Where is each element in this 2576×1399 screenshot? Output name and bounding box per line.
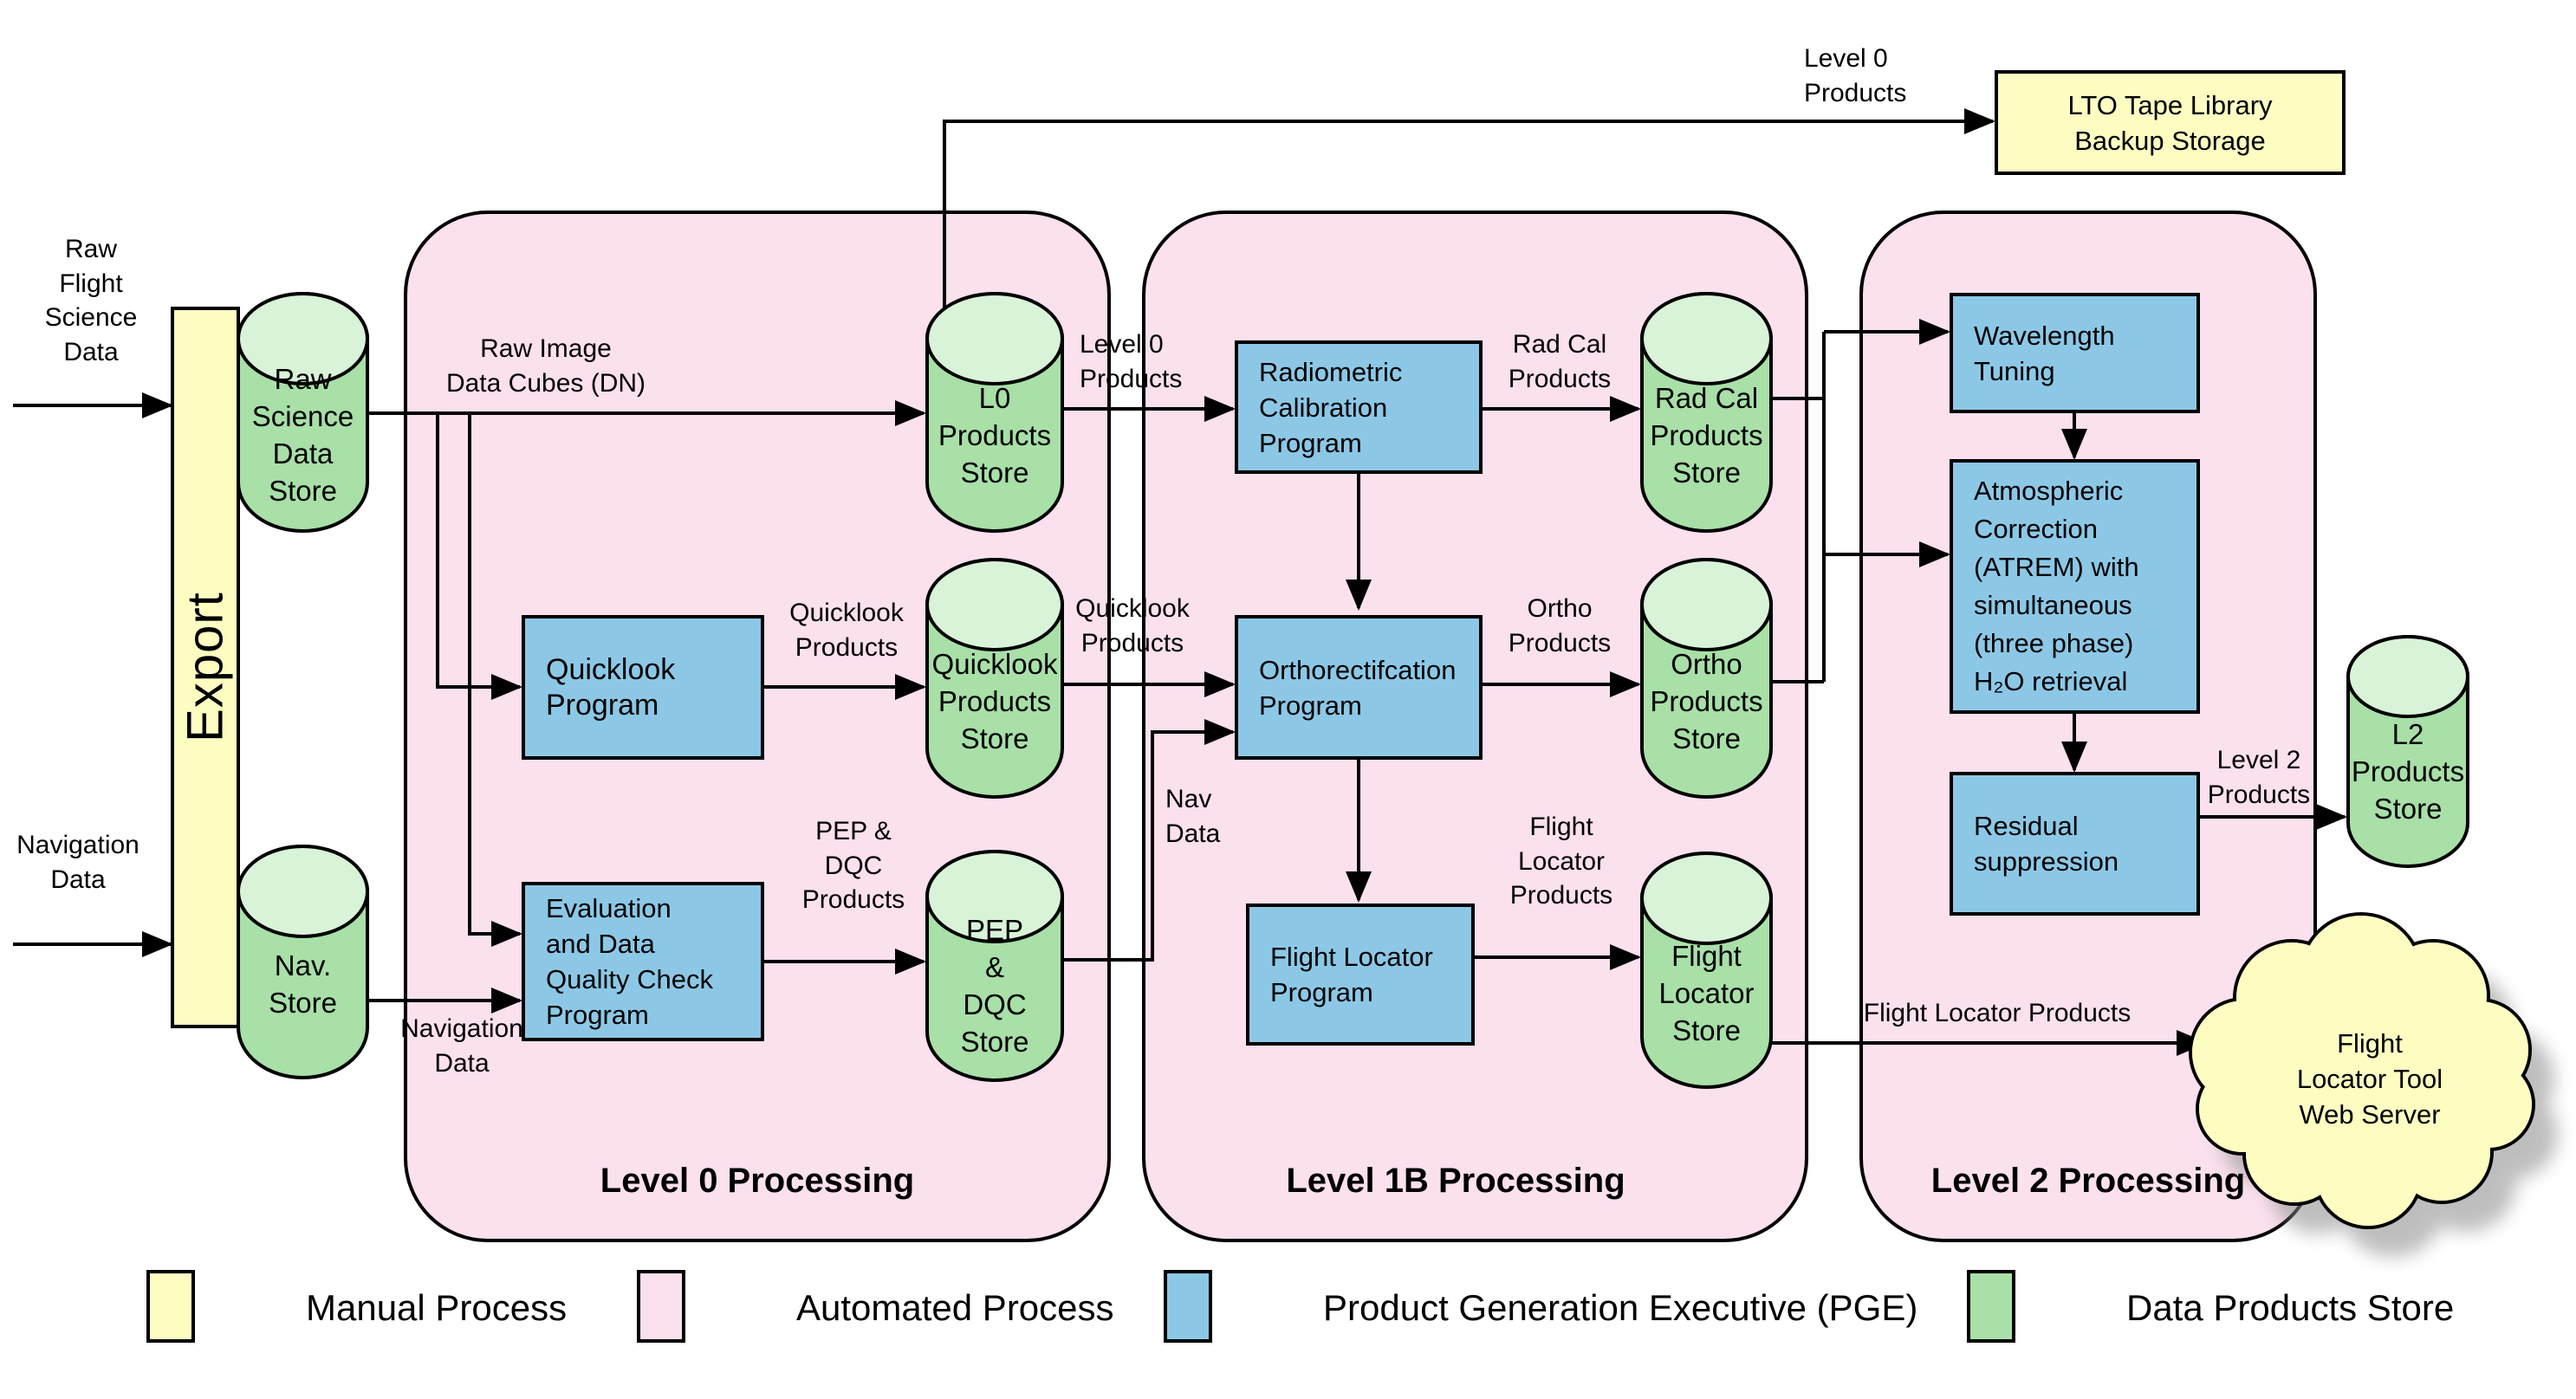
input-navigation-label: Navigation Data — [16, 831, 140, 894]
level2-products-label: Level 2 Products — [2207, 746, 2311, 809]
flight-locator-program-label: Flight Locator Program — [1270, 942, 1433, 1007]
ortho-store-label: Ortho Products Store — [1650, 648, 1763, 755]
flight-locator-products-short-label: Flight Locator Products — [1509, 813, 1613, 910]
web-server-label: Flight Locator Tool Web Server — [2296, 1028, 2443, 1130]
quicklook-products-label-b: Quicklook Products — [1075, 594, 1190, 657]
level0-region-title: Level 0 Processing — [600, 1162, 915, 1200]
residual-suppression-box — [1950, 772, 2200, 916]
nav-store-label: Nav. Store — [269, 949, 337, 1019]
atmospheric-correction-label: Atmospheric Correction (ATREM) with simu… — [1974, 476, 2139, 696]
l0-products-store — [925, 292, 1064, 533]
raw-science-store-label: Raw Science Data Store — [251, 363, 354, 507]
quicklook-program-box — [522, 615, 764, 760]
rad-cal-products-label: Rad Cal Products — [1508, 330, 1612, 393]
flow-arrow-to-evaluation-upper — [468, 413, 522, 947]
quicklook-products-store — [925, 558, 1064, 799]
input-raw-flight-label: Raw Flight Science Data — [44, 235, 138, 366]
l0-store-label: L0 Products Store — [938, 382, 1052, 489]
rad-cal-store-label: Rad Cal Products Store — [1650, 382, 1763, 489]
nav-data-label: Nav Data — [1165, 785, 1221, 848]
nav-store — [237, 845, 369, 1079]
web-server-cloud — [2189, 912, 2558, 1257]
connectors — [13, 108, 2347, 1056]
navigation-data-label: Navigation Data — [400, 1014, 523, 1078]
wavelength-tuning-box — [1950, 293, 2200, 413]
legend-pge-swatch — [1164, 1270, 1212, 1343]
l2-store-label: L2 Products Store — [2351, 718, 2465, 825]
quicklook-store-label: Quicklook Products Store — [931, 648, 1058, 755]
ortho-program-box — [1235, 615, 1483, 760]
legend-automated-swatch — [637, 1270, 685, 1343]
legend-store-label: Data Products Store — [2126, 1287, 2455, 1328]
legend-pge-label: Product Generation Executive (PGE) — [1323, 1287, 1918, 1328]
rad-cal-products-store — [1640, 292, 1773, 533]
flight-locator-store-label: Flight Locator Store — [1658, 940, 1755, 1046]
pep-dqc-store-label: PEP & DQC Store — [960, 914, 1029, 1058]
pep-dqc-products-label: PEP & DQC Products — [801, 817, 905, 915]
radiometric-program-box — [1235, 340, 1483, 474]
wavelength-tuning-label: Wavelength Tuning — [1974, 320, 2115, 386]
lto-backup-label: LTO Tape Library Backup Storage — [2067, 89, 2273, 156]
legend-manual-swatch — [146, 1270, 195, 1343]
raw-science-data-store — [237, 292, 369, 533]
flight-locator-products-label: Flight Locator Products — [1863, 999, 2132, 1027]
flight-locator-program-box — [1246, 904, 1475, 1046]
lto-backup-box — [1995, 70, 2346, 175]
flow-arrow-nav-data-to-ortho — [1062, 719, 1236, 962]
ortho-products-label: Ortho Products — [1508, 594, 1612, 657]
evaluation-program-box — [522, 882, 764, 1041]
level1b-region-title: Level 1B Processing — [1286, 1162, 1625, 1200]
radiometric-program-label: Radiometric Calibration Program — [1259, 356, 1403, 458]
l2-products-store — [2346, 635, 2469, 868]
export-bar — [171, 307, 240, 1028]
level0-products-label: Level 0 Products — [1080, 330, 1183, 393]
atmospheric-correction-box — [1950, 459, 2200, 714]
ortho-program-label: Orthorectifcation Program — [1259, 654, 1457, 721]
residual-suppression-label: Residual suppression — [1974, 811, 2119, 877]
legend-automated-label: Automated Process — [796, 1287, 1114, 1328]
flow-arrow-level0-to-lto — [943, 108, 1995, 339]
export-label: Export — [177, 592, 234, 742]
evaluation-program-label: Evaluation and Data Quality Check Progra… — [546, 893, 713, 1030]
quicklook-products-label-a: Quicklook Products — [789, 599, 904, 662]
quicklook-program-label: Quicklook Program — [546, 652, 676, 722]
ortho-products-store — [1640, 558, 1773, 799]
flight-locator-store — [1640, 852, 1773, 1089]
flow-arrow-to-quicklook-program — [436, 413, 522, 700]
legend-manual-label: Manual Process — [306, 1287, 568, 1328]
level2-region-title: Level 2 Processing — [1930, 1162, 2246, 1200]
level0-products-top-label: Level 0 Products — [1804, 44, 1907, 107]
legend-store-swatch — [1967, 1270, 2015, 1343]
raw-image-cubes-label: Raw Image Data Cubes (DN) — [445, 334, 646, 398]
pep-dqc-store — [925, 850, 1064, 1082]
